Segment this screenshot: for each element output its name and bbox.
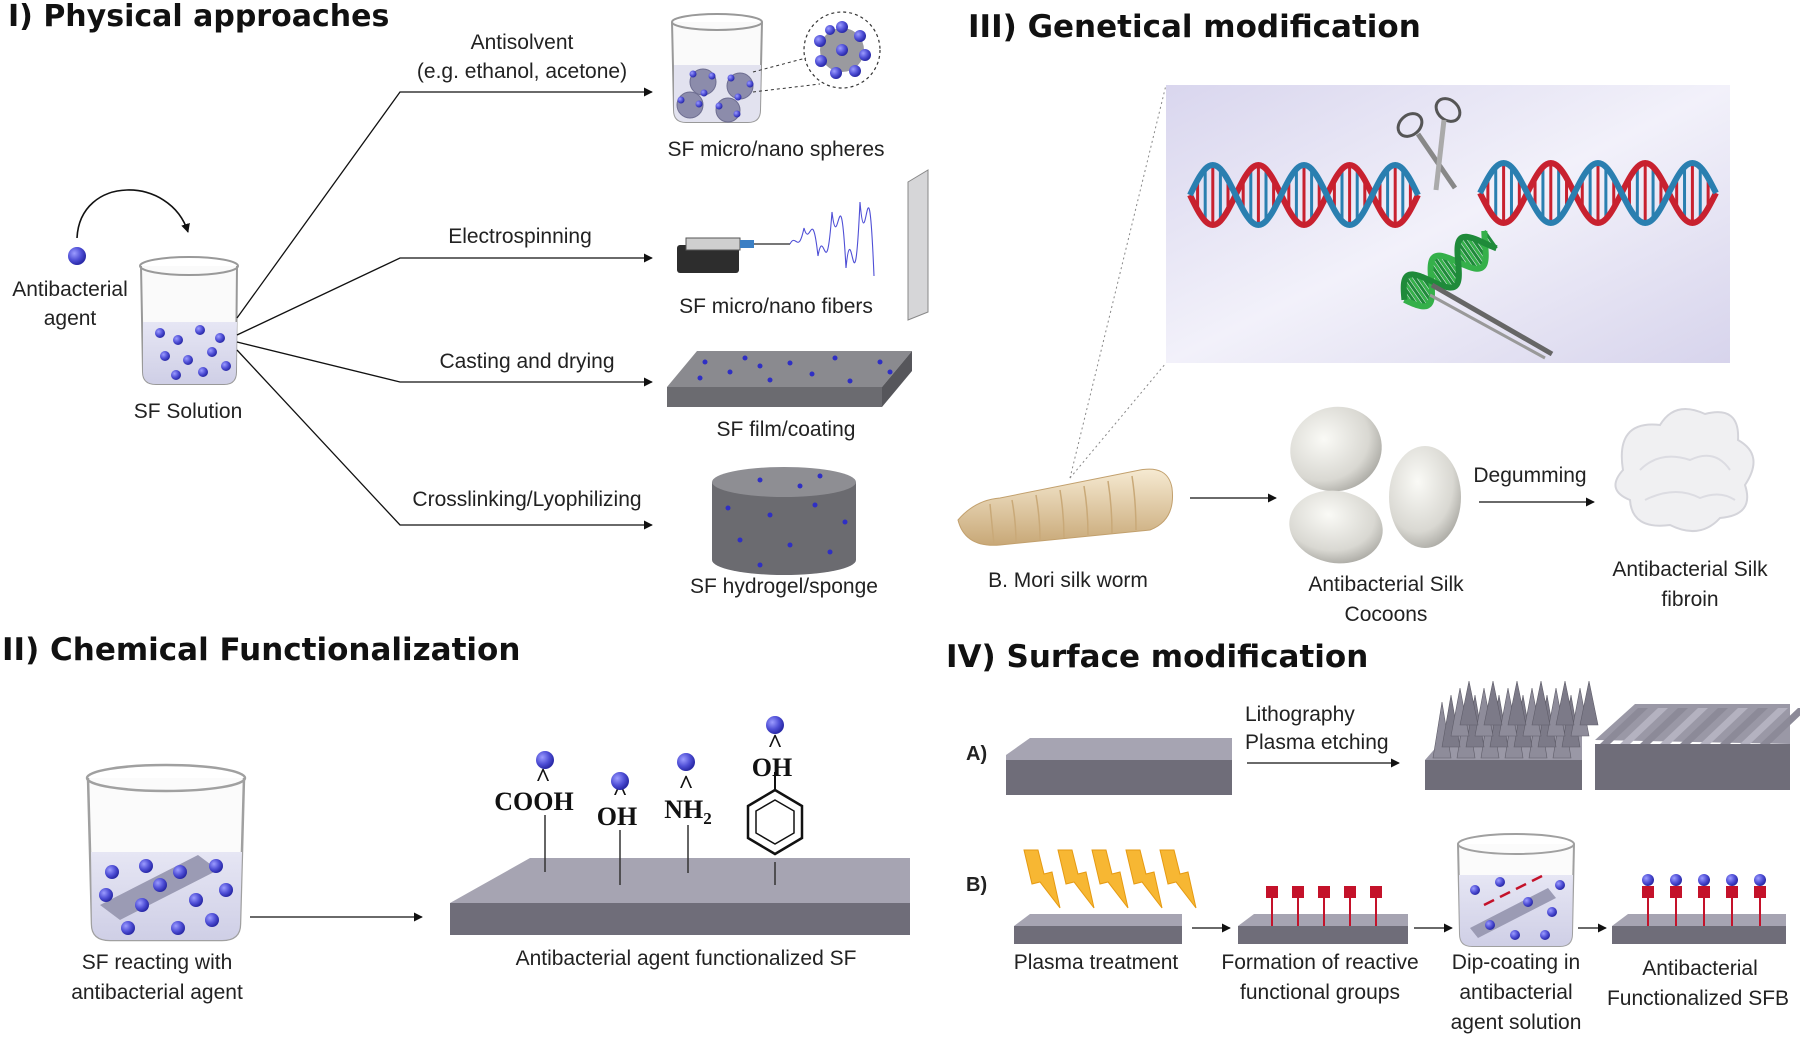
hydrogel-label: SF hydrogel/sponge: [690, 575, 878, 598]
scissors-icon: [1396, 97, 1462, 191]
flat-substrate: [1006, 738, 1232, 795]
crosslinking-label: Crosslinking/Lyophilizing: [412, 488, 641, 511]
dip-label-line1: Dip-coating in: [1452, 951, 1580, 974]
silk-cocoons: [1289, 406, 1461, 564]
section2-title: II) Chemical Functionalization: [2, 632, 520, 668]
plasma-bolt-icons: [1023, 849, 1197, 909]
fibroin-label-line1: Antibacterial Silk: [1612, 558, 1768, 581]
spheres-label: SF micro/nano spheres: [667, 138, 884, 161]
add-agent-arrow: [76, 189, 190, 239]
functionalized-sf-label: Antibacterial agent functionalized SF: [516, 947, 857, 970]
dna-strand-left: [1187, 161, 1421, 229]
degumming-label: Degumming: [1473, 464, 1586, 487]
reactive-groups-substrate: [1238, 886, 1408, 944]
sf-film-slab: [667, 351, 912, 407]
svg-text:^: ^: [535, 763, 550, 792]
nh2-group: NH2 ^: [664, 753, 712, 873]
section-physical-approaches: I) Physical approaches Antibacterial age…: [8, 0, 929, 598]
sf-solution-beaker: [139, 256, 239, 385]
spiked-surface: [1425, 680, 1599, 790]
antibacterial-agent-particle: [68, 247, 86, 265]
svg-text:NH2: NH2: [664, 795, 712, 828]
plasma-substrate: [1014, 914, 1182, 944]
casting-label: Casting and drying: [439, 350, 614, 373]
sf-solution-label: SF Solution: [134, 400, 243, 423]
svg-text:^: ^: [678, 770, 693, 799]
silk-worm: [957, 468, 1174, 546]
row-a-label: A): [966, 743, 987, 765]
plasma-etching-label: Plasma etching: [1245, 731, 1389, 754]
antisolvent-label: Antisolvent: [471, 31, 574, 54]
section1-title: I) Physical approaches: [8, 0, 389, 34]
dip-label-line2: antibacterial: [1459, 981, 1572, 1004]
fibroin-label-line2: fibroin: [1661, 588, 1718, 611]
dip-label-line3: agent solution: [1451, 1011, 1582, 1034]
cocoons-label-line2: Cocoons: [1345, 603, 1428, 626]
nh-subscript: 2: [703, 809, 712, 828]
section3-title: III) Genetical modification: [968, 9, 1421, 45]
phenol-group: OH ^: [746, 716, 804, 885]
fibers-label: SF micro/nano fibers: [679, 295, 873, 318]
formation-label-line2: functional groups: [1240, 981, 1400, 1004]
sf-hydrogel-cylinder: [712, 467, 856, 575]
oh-group: OH ^: [597, 772, 637, 885]
formation-label-line1: Formation of reactive: [1221, 951, 1418, 974]
dna-strand-insert: [1400, 230, 1498, 310]
antisolvent-example-label: (e.g. ethanol, acetone): [417, 60, 627, 83]
electrospinning-device: [677, 169, 929, 321]
agent-label-line2: agent: [44, 307, 97, 330]
section4-title: IV) Surface modification: [946, 639, 1368, 675]
reaction-beaker: [85, 763, 247, 942]
reacting-label-line2: antibacterial agent: [71, 981, 243, 1004]
row-b-label: B): [966, 874, 987, 896]
silk-fibroin: [1614, 407, 1755, 533]
nh-label: NH: [664, 795, 703, 824]
svg-text:^: ^: [767, 729, 782, 758]
section-surface-modification: IV) Surface modification A) Lithography …: [946, 639, 1800, 1034]
reacting-label-line1: SF reacting with: [82, 951, 233, 974]
worm-label: B. Mori silk worm: [988, 569, 1148, 592]
sf-spheres-beaker: [671, 11, 881, 123]
lithography-label: Lithography: [1245, 703, 1355, 726]
phenol-oh-label: OH: [752, 753, 792, 782]
branch-lines: [236, 87, 653, 530]
functionalized-sfb-substrate: [1612, 874, 1786, 944]
dip-coating-beaker: [1457, 833, 1575, 947]
cooh-label: COOH: [494, 787, 573, 816]
agent-label-line1: Antibacterial: [12, 278, 128, 301]
cooh-group: COOH ^: [494, 751, 574, 872]
plasma-treatment-label: Plasma treatment: [1014, 951, 1179, 974]
electrospinning-label: Electrospinning: [448, 225, 592, 248]
film-label: SF film/coating: [717, 418, 856, 441]
ridged-surface: [1595, 704, 1800, 790]
oh-label: OH: [597, 802, 637, 831]
final-label-line1: Antibacterial: [1642, 957, 1758, 980]
tweezers-icon: [1429, 282, 1554, 360]
section-chemical-functionalization: II) Chemical Functionalization SF reacti…: [2, 632, 910, 1004]
final-label-line2: Functionalized SFB: [1607, 987, 1789, 1010]
section-genetical-modification: III) Genetical modification B. Mori s: [957, 9, 1768, 626]
cocoons-label-line1: Antibacterial Silk: [1308, 573, 1464, 596]
functionalized-sf-slab: [450, 858, 910, 935]
dna-strand-right: [1477, 159, 1719, 227]
